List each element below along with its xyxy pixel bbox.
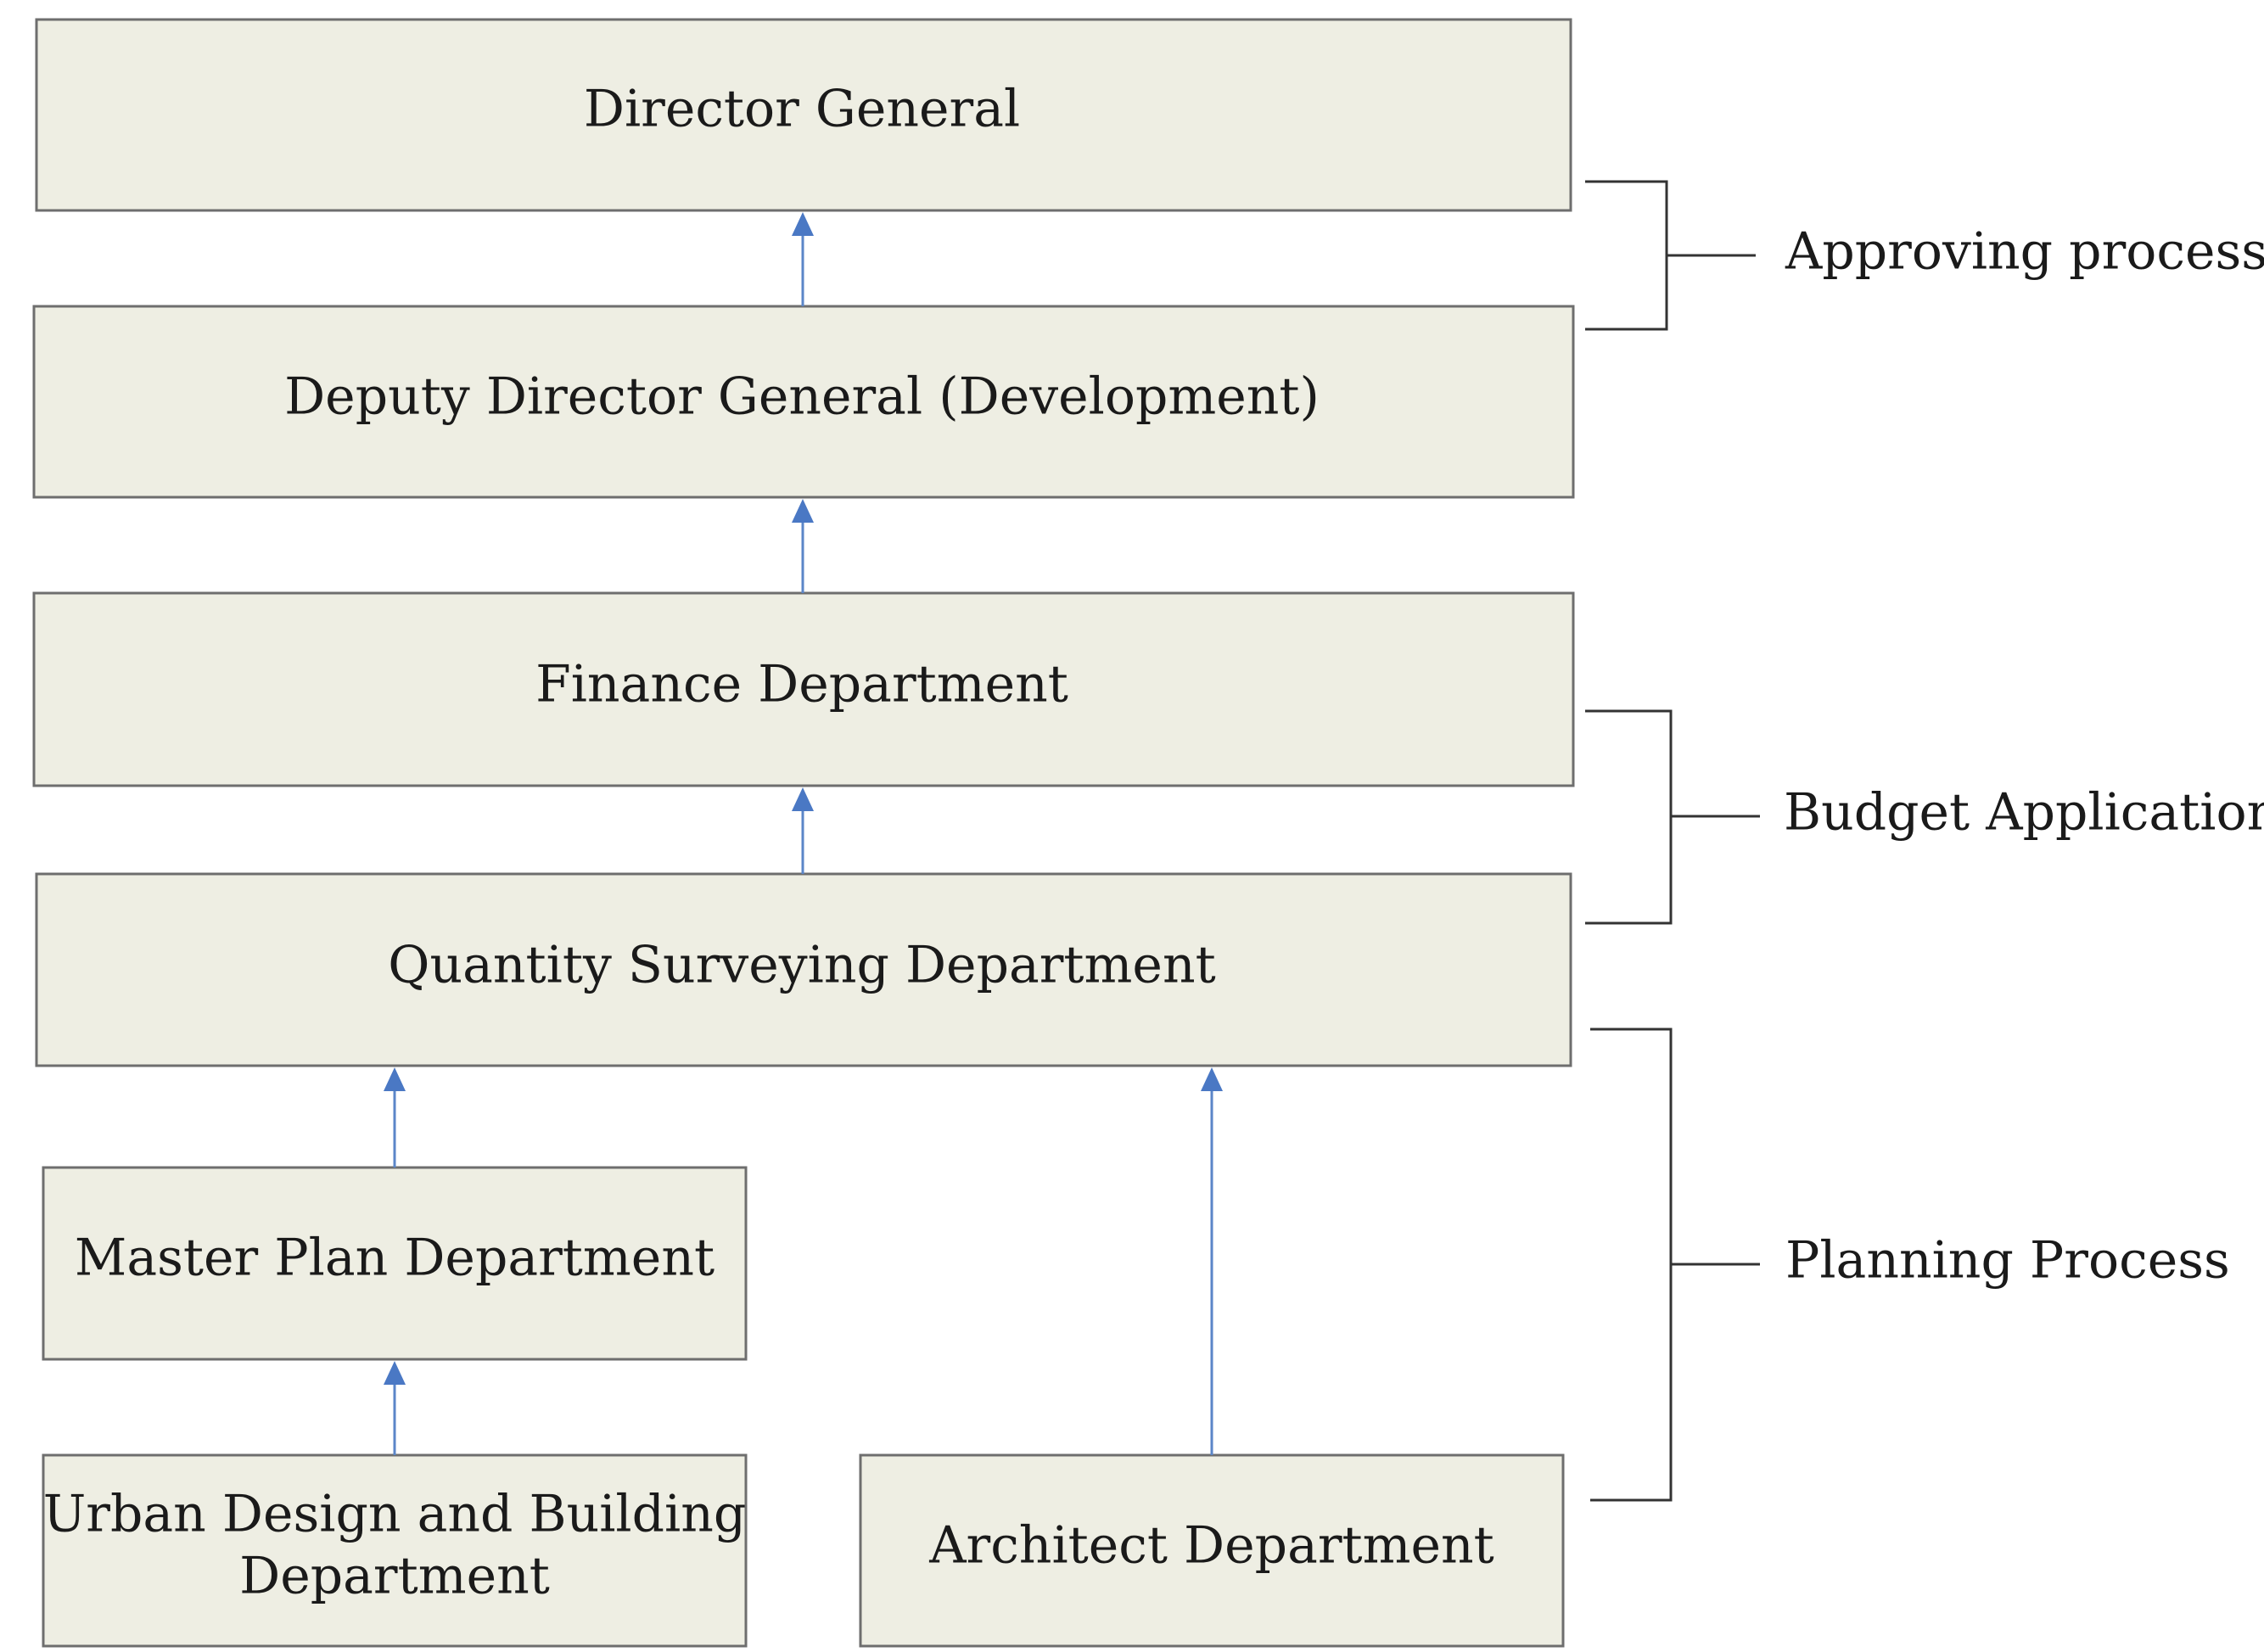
arrow-quantity-to-finance (792, 787, 814, 874)
bracket-budget-application-label: Budget Application (1784, 783, 2264, 843)
node-architect-department: Architect Department (859, 1453, 1565, 1648)
node-urban-design-building-department: Urban Design and Building Department (42, 1453, 748, 1648)
node-urban-design-building-department-box (42, 1453, 748, 1648)
node-urban-design-building-department-label-line1: Urban Design and Building (43, 1485, 747, 1544)
arrow-urban-to-masterplan (384, 1361, 406, 1455)
node-quantity-surveying-department: Quantity Surveying Department (35, 872, 1572, 1067)
node-architect-department-label: Architect Department (928, 1516, 1494, 1576)
bracket-budget-application: Budget Application (1585, 709, 2264, 925)
node-director-general-label: Director General (584, 80, 1020, 139)
node-finance-department: Finance Department (32, 591, 1575, 787)
bracket-planning-process-label: Planning Process (1785, 1231, 2230, 1291)
node-architect-department-box (859, 1453, 1565, 1648)
arrow-masterplan-to-quantity (384, 1067, 406, 1168)
node-director-general: Director General (35, 18, 1572, 212)
node-quantity-surveying-department-box (35, 872, 1572, 1067)
bracket-planning-process: Planning Process (1590, 1028, 2230, 1502)
bracket-approving-process-label: Approving process (1785, 222, 2264, 282)
bracket-approving-process: Approving process (1585, 180, 2264, 331)
arrow-deputy-to-director (792, 212, 814, 306)
bracket-planning-process-shape (1590, 1028, 1673, 1502)
arrow-deputy-to-director-head (792, 212, 814, 236)
node-director-general-box (35, 18, 1572, 212)
bracket-budget-application-shape (1585, 709, 1673, 925)
node-urban-design-building-department-label-line2: Department (239, 1547, 550, 1606)
node-finance-department-label: Finance Department (535, 655, 1068, 714)
arrow-architect-to-quantity (1201, 1067, 1223, 1455)
node-quantity-surveying-department-label: Quantity Surveying Department (388, 936, 1215, 995)
arrow-urban-to-masterplan-head (384, 1361, 406, 1385)
bracket-approving-process-shape (1585, 180, 1668, 331)
node-master-plan-department: Master Plan Department (42, 1166, 748, 1361)
node-deputy-director-general-box (32, 305, 1575, 499)
node-master-plan-department-box (42, 1166, 748, 1361)
node-master-plan-department-label: Master Plan Department (75, 1229, 715, 1288)
arrow-quantity-to-finance-head (792, 787, 814, 811)
node-deputy-director-general: Deputy Director General (Development) (32, 305, 1575, 499)
arrow-architect-to-quantity-head (1201, 1067, 1223, 1091)
node-deputy-director-general-label: Deputy Director General (Development) (284, 367, 1320, 427)
arrow-finance-to-deputy (792, 499, 814, 593)
arrow-masterplan-to-quantity-head (384, 1067, 406, 1091)
arrow-finance-to-deputy-head (792, 499, 814, 523)
